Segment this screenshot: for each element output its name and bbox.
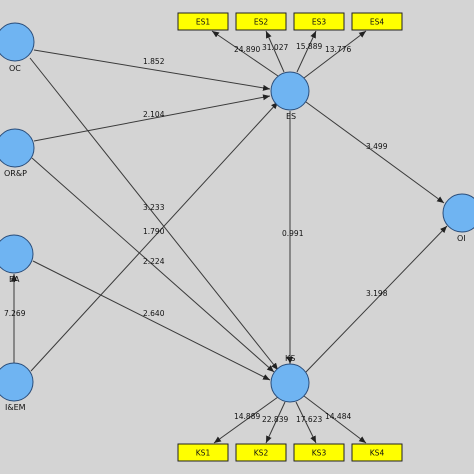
coef-es-oi: 3.499 xyxy=(366,142,388,151)
edge-ks-oi xyxy=(304,225,448,374)
edge-oc-es xyxy=(33,49,271,91)
coef-iem-es: 1.790 xyxy=(143,227,165,236)
indicator-ks3-label: KS3 xyxy=(312,449,327,458)
edge-orp-ks xyxy=(31,157,275,373)
edge-es-es4 xyxy=(303,30,367,79)
edge-ea-ks xyxy=(32,260,271,381)
edges xyxy=(11,30,448,444)
edge-iem-es xyxy=(30,101,279,372)
indicator-es4-box xyxy=(351,12,403,31)
node-es xyxy=(270,71,310,111)
edge-es-oi xyxy=(305,101,445,204)
coef-es-ks: 0.991 xyxy=(282,229,304,238)
loading-ks3: 17.623 xyxy=(296,415,322,424)
node-oc-label: OC xyxy=(9,64,21,73)
node-oi-label: OI xyxy=(457,234,466,243)
coef-ea-ks: 2.640 xyxy=(143,309,165,318)
node-orp-label: OR&P xyxy=(4,169,27,178)
indicator-es3-box xyxy=(293,12,345,31)
indicator-es3-label: ES3 xyxy=(312,18,326,27)
indicator-es1-label: ES1 xyxy=(196,18,210,27)
coef-oc-es: 1.852 xyxy=(143,57,165,66)
edge-es-es3 xyxy=(296,30,317,73)
node-iem xyxy=(0,362,34,402)
coef-oc-ks: 3.233 xyxy=(143,203,165,212)
indicator-ks4-box xyxy=(351,443,403,462)
loading-es1: 24.890 xyxy=(234,45,260,54)
indicator-es2-label: ES2 xyxy=(254,18,268,27)
latent-nodes: OC OR&P EA I&EM ES KS OI xyxy=(0,22,474,412)
indicator-ks4-label: KS4 xyxy=(370,449,385,458)
node-ea-label: EA xyxy=(9,275,20,284)
indicator-ks1-label: KS1 xyxy=(196,449,211,458)
node-iem-label: I&EM xyxy=(5,403,26,412)
indicator-es2-box xyxy=(235,12,287,31)
node-es-label: ES xyxy=(286,112,296,121)
node-oi xyxy=(442,193,474,233)
edge-ks-ks2 xyxy=(265,401,286,444)
indicator-ks3-box xyxy=(293,443,345,462)
edge-es-es2 xyxy=(265,30,285,73)
node-orp xyxy=(0,128,35,168)
indicator-ks1-box xyxy=(177,443,229,462)
indicator-ks2-label: KS2 xyxy=(254,449,269,458)
coef-orp-ks: 2.224 xyxy=(143,257,165,266)
node-ea xyxy=(0,234,34,274)
node-ks xyxy=(270,363,310,403)
coef-ks-oi: 3.198 xyxy=(366,289,388,298)
edge-labels: 1.852 2.104 3.233 1.790 2.224 2.640 7.26… xyxy=(4,42,388,424)
edge-oc-ks xyxy=(29,57,279,371)
node-oc xyxy=(0,22,35,62)
indicator-ks2-box xyxy=(235,443,287,462)
coef-orp-es: 2.104 xyxy=(143,110,165,119)
edge-es-es1 xyxy=(211,30,279,77)
loading-es2: 31.027 xyxy=(262,43,288,52)
loading-es3: 15.889 xyxy=(296,42,322,51)
loading-ks2: 22.839 xyxy=(262,415,288,424)
edge-orp-es xyxy=(33,94,271,142)
es-indicators: ES1 ES2 ES3 ES4 xyxy=(177,12,403,31)
edge-ks-ks1 xyxy=(213,396,279,444)
loading-ks4: 14.484 xyxy=(325,412,351,421)
ks-indicators: KS1 KS2 KS3 KS4 xyxy=(177,443,403,462)
node-ks-label: KS xyxy=(285,354,295,363)
edge-ks-ks4 xyxy=(303,395,367,444)
loading-es4: 13.776 xyxy=(325,45,351,54)
loading-ks1: 14.889 xyxy=(234,412,260,421)
indicator-es1-box xyxy=(177,12,229,31)
edge-ks-ks3 xyxy=(295,401,317,444)
indicator-es4-label: ES4 xyxy=(370,18,384,27)
coef-iem-ea: 7.269 xyxy=(4,309,26,318)
